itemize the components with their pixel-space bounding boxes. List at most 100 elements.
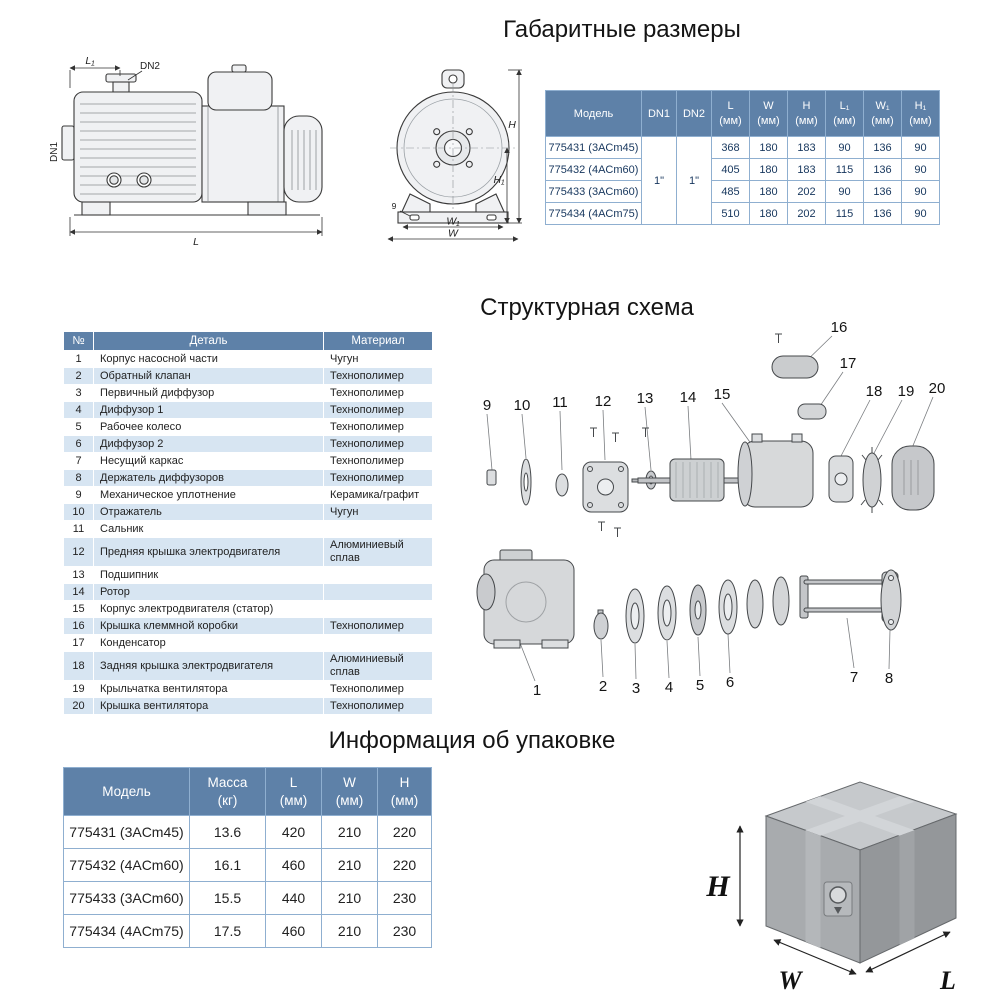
part-row: 5 Рабочее колесо Технополимер bbox=[63, 418, 433, 436]
dim-l-cell: 485 bbox=[711, 180, 750, 203]
dim-h-cell: 202 bbox=[787, 180, 826, 203]
part-row: 13 Подшипник bbox=[63, 566, 433, 584]
dim-header-model: Модель bbox=[545, 90, 642, 137]
part-number-cell: 11 bbox=[63, 520, 94, 538]
section-title-dimensions: Габаритные размеры bbox=[503, 16, 741, 43]
part-row: 9 Механическое уплотнение Керамика/графи… bbox=[63, 486, 433, 504]
part-name-cell: Первичный диффузор bbox=[93, 384, 324, 402]
part-number-cell: 7 bbox=[63, 452, 94, 470]
pack-header-w: W(мм) bbox=[321, 767, 378, 816]
dim-label-h: H bbox=[508, 119, 516, 131]
part-row: 14 Ротор bbox=[63, 583, 433, 601]
part-name-cell: Несущий каркас bbox=[93, 452, 324, 470]
pack-header-h: H(мм) bbox=[377, 767, 432, 816]
part-row: 3 Первичный диффузор Технополимер bbox=[63, 384, 433, 402]
pack-model-cell: 775433 (3ACm60) bbox=[63, 881, 190, 915]
part-name-cell: Корпус электродвигателя (статор) bbox=[93, 600, 324, 618]
packaging-box-illustration: H W L bbox=[705, 781, 958, 993]
box-dimension-arrows bbox=[736, 825, 951, 975]
callout-3: 3 bbox=[632, 680, 640, 697]
dim-h-cell: 202 bbox=[787, 202, 826, 225]
dim-label-dn1: DN1 bbox=[50, 142, 60, 162]
part-name-cell: Крышка клеммной коробки bbox=[93, 617, 324, 635]
part-material-cell: Технополимер bbox=[323, 697, 433, 715]
pack-w-cell: 210 bbox=[321, 914, 378, 948]
part-material-cell bbox=[323, 583, 433, 601]
table-row: 775434 (4ACm75) 510 180 202 115 136 90 bbox=[545, 202, 940, 225]
dim-w-cell: 180 bbox=[749, 180, 788, 203]
pack-h-cell: 230 bbox=[377, 881, 432, 915]
callout-9: 9 bbox=[483, 397, 491, 414]
dim-header-dn1: DN1 bbox=[641, 90, 677, 137]
callout-4: 4 bbox=[665, 679, 673, 696]
dim-header-l: L(мм) bbox=[711, 90, 750, 137]
dimensions-table: Модель DN1 DN2 L(мм) W(мм) H(мм) L₁(мм) … bbox=[545, 90, 940, 225]
part-number-cell: 6 bbox=[63, 435, 94, 453]
dim-label-l1: L₁ bbox=[85, 55, 95, 67]
part-row: 6 Диффузор 2 Технополимер bbox=[63, 435, 433, 453]
dim-w-cell: 180 bbox=[749, 158, 788, 181]
part-number-cell: 16 bbox=[63, 617, 94, 635]
part-material-cell bbox=[323, 566, 433, 584]
carton-box bbox=[764, 781, 958, 964]
part-number-cell: 5 bbox=[63, 418, 94, 436]
dim-header-dn2: DN2 bbox=[676, 90, 712, 137]
part-name-cell: Обратный клапан bbox=[93, 367, 324, 385]
part-number-cell: 4 bbox=[63, 401, 94, 419]
pack-mass-cell: 17.5 bbox=[189, 914, 266, 948]
callout-17: 17 bbox=[840, 355, 857, 372]
dim-model-cell: 775434 (4ACm75) bbox=[545, 202, 642, 225]
part-row: 4 Диффузор 1 Технополимер bbox=[63, 401, 433, 419]
pack-header-l: L(мм) bbox=[265, 767, 322, 816]
part-material-cell: Технополимер bbox=[323, 367, 433, 385]
dim-dn2-value: 1" bbox=[676, 136, 712, 225]
dim-w1-cell: 136 bbox=[863, 202, 902, 225]
part-number-cell: 8 bbox=[63, 469, 94, 487]
header-row: № Деталь Материал bbox=[63, 331, 433, 351]
part-material-cell bbox=[323, 520, 433, 538]
callout-7: 7 bbox=[850, 669, 858, 686]
pack-h-cell: 230 bbox=[377, 914, 432, 948]
part-material-cell: Керамика/графит bbox=[323, 486, 433, 504]
dim-header-l1: L₁(мм) bbox=[825, 90, 864, 137]
part-row: 7 Несущий каркас Технополимер bbox=[63, 452, 433, 470]
part-name-cell: Предняя крышка электродвигателя bbox=[93, 537, 324, 567]
dim-label-dn2: DN2 bbox=[140, 61, 160, 72]
part-material-cell: Чугун bbox=[323, 503, 433, 521]
table-row: 775431 (3ACm45) 1" 1" 368 180 183 90 136… bbox=[545, 136, 940, 225]
dim-w1-cell: 136 bbox=[863, 136, 902, 159]
callout-19: 19 bbox=[898, 383, 915, 400]
center-lines bbox=[390, 84, 516, 210]
pump-side-body bbox=[61, 64, 323, 216]
dim-dn1-value: 1" bbox=[641, 136, 677, 225]
part-name-cell: Корпус насосной части bbox=[93, 350, 324, 368]
parts-table: № Деталь Материал 1 Корпус насосной част… bbox=[63, 331, 433, 715]
dim-label-l: L bbox=[193, 236, 199, 247]
dim-l-cell: 405 bbox=[711, 158, 750, 181]
part-name-cell: Держатель диффузоров bbox=[93, 469, 324, 487]
dim-header-h1: H₁(мм) bbox=[901, 90, 940, 137]
callout-20: 20 bbox=[929, 380, 946, 397]
part-number-cell: 9 bbox=[63, 486, 94, 504]
callout-11: 11 bbox=[552, 394, 568, 411]
part-name-cell: Механическое уплотнение bbox=[93, 486, 324, 504]
part-material-cell: Алюминиевый сплав bbox=[323, 651, 433, 681]
part-number-cell: 10 bbox=[63, 503, 94, 521]
part-number-cell: 20 bbox=[63, 697, 94, 715]
part-row: 8 Держатель диффузоров Технополимер bbox=[63, 469, 433, 487]
pack-l-cell: 460 bbox=[265, 848, 322, 882]
dim-l1-cell: 115 bbox=[825, 202, 864, 225]
part-row: 18 Задняя крышка электродвигателя Алюмин… bbox=[63, 651, 433, 681]
front-dimension-lines bbox=[387, 69, 522, 242]
table-row: 775434 (4ACm75) 17.5 460 210 230 bbox=[63, 914, 432, 948]
dim-header-w: W(мм) bbox=[749, 90, 788, 137]
dim-model-cell: 775433 (3ACm60) bbox=[545, 180, 642, 203]
pack-model-cell: 775431 (3ACm45) bbox=[63, 815, 190, 849]
pack-header-mass: Масса(кг) bbox=[189, 767, 266, 816]
dim-l1-cell: 115 bbox=[825, 158, 864, 181]
pump-side-view-drawing: L₁ DN2 DN1 L bbox=[50, 55, 323, 247]
callout-8: 8 bbox=[885, 670, 893, 687]
pack-mass-cell: 13.6 bbox=[189, 815, 266, 849]
dim-h1-cell: 90 bbox=[901, 158, 940, 181]
callout-1: 1 bbox=[533, 682, 541, 699]
